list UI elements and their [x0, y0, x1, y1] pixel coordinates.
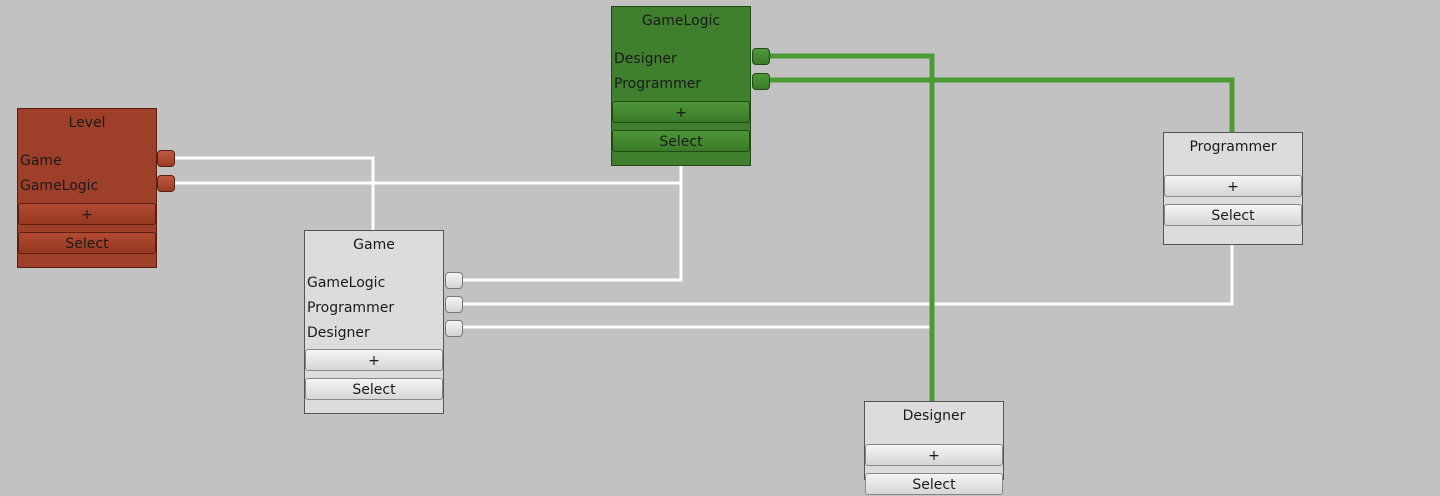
programmer-select-button[interactable]: Select	[1164, 204, 1302, 226]
gamelogic-field-programmer: Programmer	[614, 76, 702, 92]
game-designer-connector[interactable]	[445, 320, 463, 337]
game-select-button[interactable]: Select	[305, 378, 443, 400]
game-field-programmer: Programmer	[307, 300, 395, 316]
gamelogic-programmer-connector[interactable]	[752, 73, 770, 90]
game-gamelogic-connector[interactable]	[445, 272, 463, 289]
programmer-node-title: Programmer	[1189, 139, 1277, 155]
game-field-designer: Designer	[307, 325, 370, 341]
gamelogic-field-designer: Designer	[614, 51, 677, 67]
gamelogic-select-button[interactable]: Select	[612, 130, 750, 152]
gamelogic-designer-connector[interactable]	[752, 48, 770, 65]
game-node[interactable]: Game GameLogic Programmer Designer + Sel…	[304, 230, 444, 414]
designer-add-button[interactable]: +	[865, 444, 1003, 466]
level-field-gamelogic: GameLogic	[20, 178, 99, 194]
designer-select-button[interactable]: Select	[865, 473, 1003, 495]
game-field-gamelogic: GameLogic	[307, 275, 386, 291]
level-gamelogic-connector[interactable]	[157, 175, 175, 192]
wire-gamelogic-designer-to-designer	[762, 53, 935, 402]
level-field-game: Game	[20, 153, 62, 169]
wire-level-gamelogic-to-gamelogic	[166, 166, 683, 185]
game-add-button[interactable]: +	[305, 349, 443, 371]
level-game-connector[interactable]	[157, 150, 175, 167]
gamelogic-node[interactable]: GameLogic Designer Programmer + Select	[611, 6, 751, 166]
gamelogic-node-title: GameLogic	[641, 13, 721, 29]
level-node-title: Level	[68, 115, 106, 131]
wire-level-game-to-game	[166, 156, 375, 231]
level-add-button[interactable]: +	[18, 203, 156, 225]
programmer-node[interactable]: Programmer + Select	[1163, 132, 1303, 245]
level-node[interactable]: Level Game GameLogic + Select	[17, 108, 157, 268]
connection-wires	[166, 53, 1235, 402]
game-node-title: Game	[353, 237, 395, 253]
wire-game-programmer-to-programmer	[454, 244, 1234, 306]
gamelogic-add-button[interactable]: +	[612, 101, 750, 123]
designer-node-title: Designer	[902, 408, 966, 424]
game-programmer-connector[interactable]	[445, 296, 463, 313]
wire-game-gamelogic-to-gamelogic	[454, 166, 683, 282]
programmer-add-button[interactable]: +	[1164, 175, 1302, 197]
designer-node[interactable]: Designer + Select	[864, 401, 1004, 495]
level-select-button[interactable]: Select	[18, 232, 156, 254]
wire-gamelogic-programmer-to-programmer	[762, 77, 1235, 133]
